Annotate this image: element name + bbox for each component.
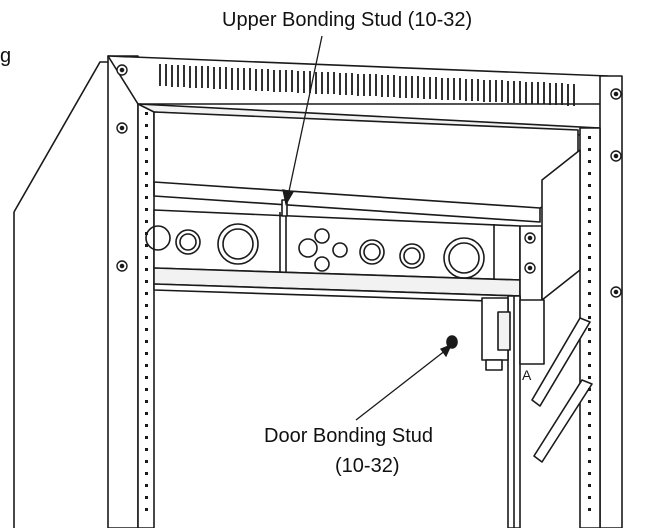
knockout-hole-5 (314, 256, 330, 272)
slide-rail-upper (531, 317, 591, 407)
door-stud-arrowhead (439, 343, 453, 358)
knockout-hole-2 (217, 223, 259, 265)
knockout-hole-8-inner (403, 247, 421, 265)
door-bonding-stud-label: Door Bonding Stud (264, 425, 434, 447)
knockout-hole-3 (298, 238, 318, 258)
knockout-hole-1 (175, 229, 201, 255)
roof-plate-edge (153, 182, 541, 223)
knockout-hole-4 (314, 228, 330, 244)
post-holes-right (588, 136, 591, 511)
hinge-bracket-right (519, 299, 545, 365)
upper-stud-leader (287, 35, 323, 197)
vent-slots (159, 64, 575, 106)
knockout-hole-9-inner (448, 242, 480, 274)
knockout-hole-7 (359, 239, 385, 265)
knockout-hole-8 (399, 243, 425, 269)
right-post (599, 75, 623, 528)
hinge-foot (485, 359, 503, 371)
knockout-hole-2-inner (222, 228, 254, 260)
knockout-hole-1-inner (179, 233, 197, 251)
upper-bonding-stud-label: Upper Bonding Stud (10-32) (222, 9, 473, 31)
left-side-panel (13, 61, 111, 528)
knockout-hole-6 (332, 242, 348, 258)
knockout-hole-0 (145, 225, 171, 251)
knockout-hole-9 (443, 237, 485, 279)
frame-screws (116, 64, 622, 298)
upper-stud-arrowhead (282, 189, 295, 206)
door-stud-leader (355, 349, 447, 421)
hinge-spring (497, 311, 511, 351)
knockout-hole-7-inner (363, 243, 381, 261)
svg-text:A: A (522, 367, 532, 383)
slide-rail-lower (533, 379, 593, 463)
right-side-rail (541, 149, 581, 301)
post-holes-left (145, 112, 148, 511)
cropped-text-fragment: g (0, 45, 12, 67)
door-bonding-stud-size-label: (10-32) (335, 455, 400, 477)
